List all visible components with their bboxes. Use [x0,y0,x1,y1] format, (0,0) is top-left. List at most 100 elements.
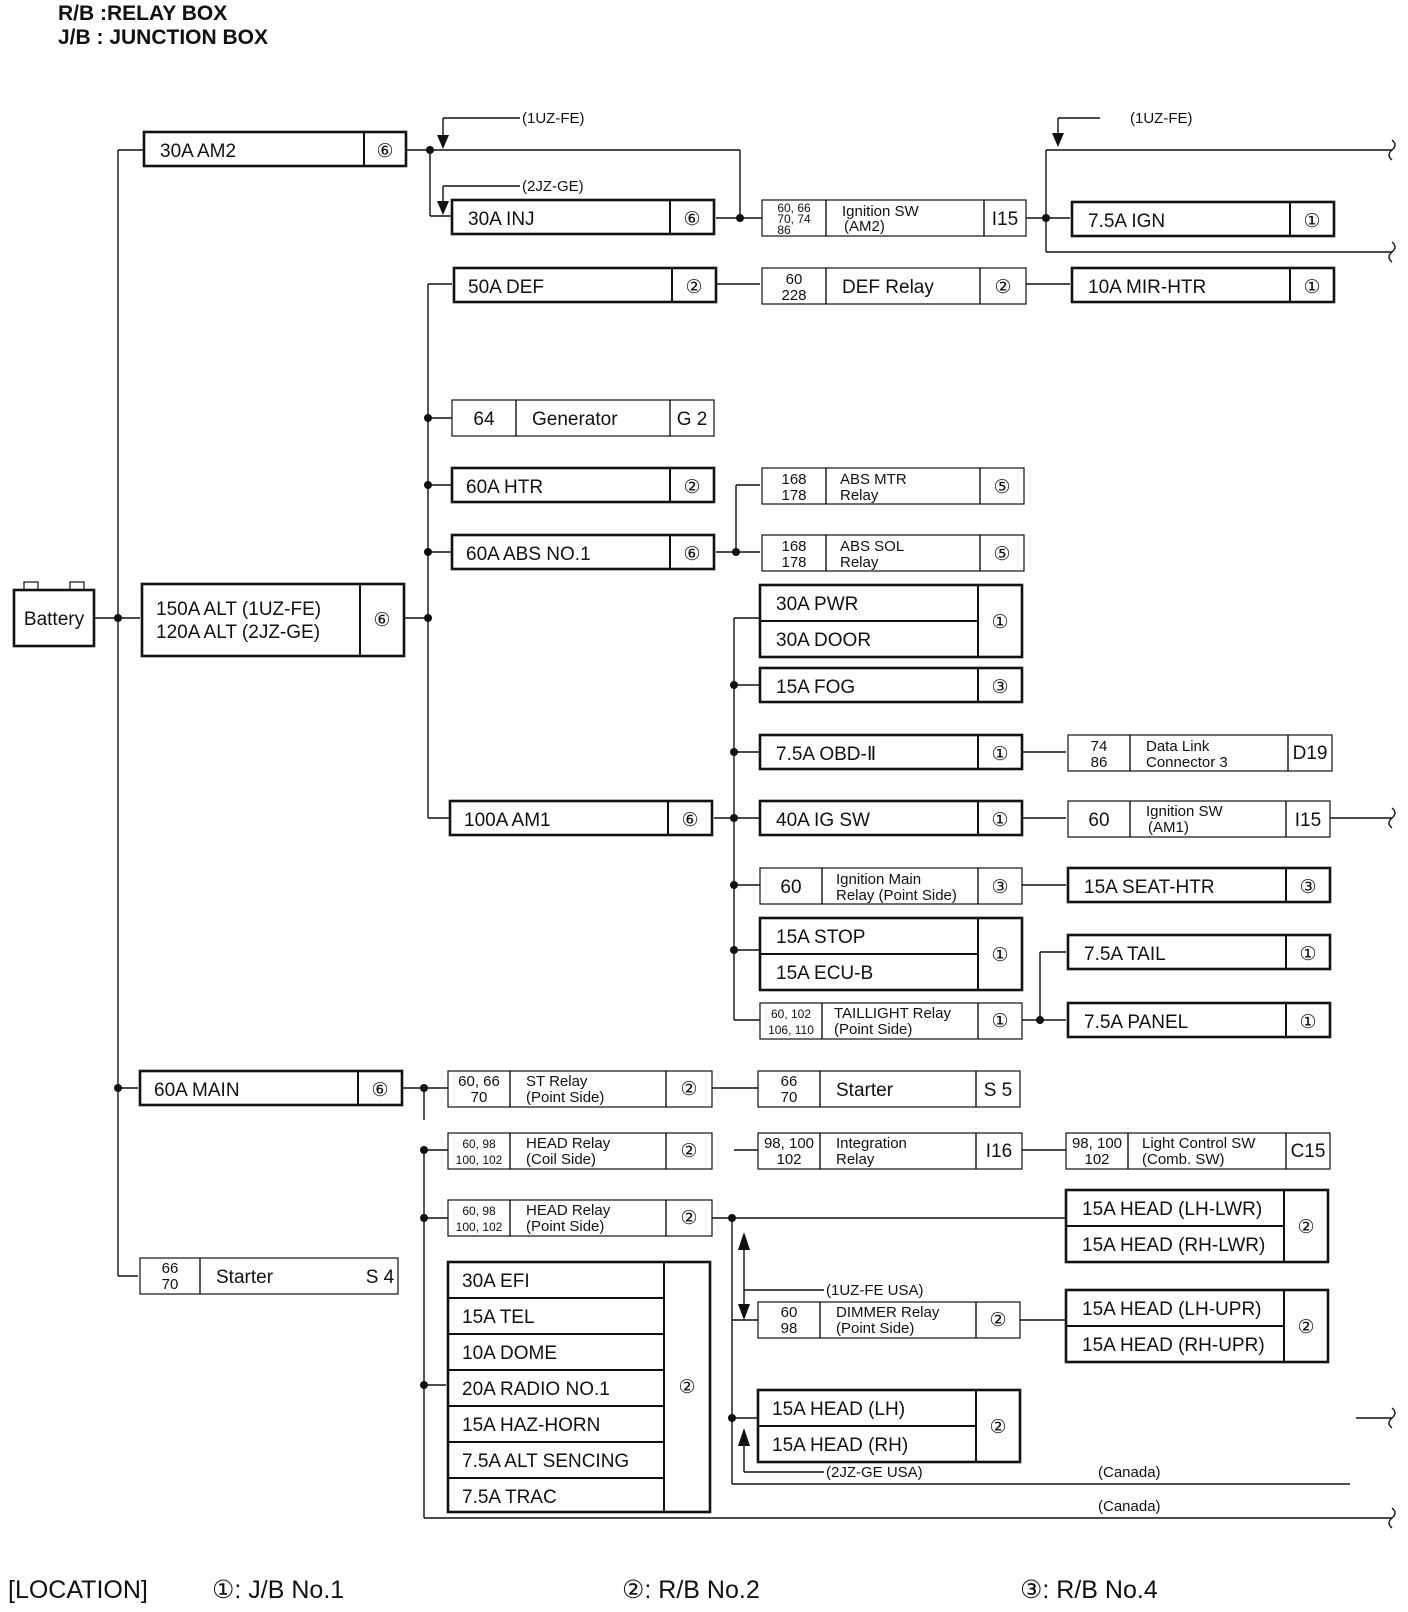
svg-text:②: ② [680,1141,697,1162]
relay-head-point: 60, 98 100, 102 HEAD Relay (Point Side) … [447,1199,713,1237]
fuse-pwr-door: 30A PWR 30A DOOR ① [758,583,1024,659]
fuse-group-location: ② [678,1377,695,1398]
fuse-seat-htr: 15A SEAT-HTR ③ [1066,866,1332,904]
fuse-tail: 7.5A TAIL ① [1066,933,1332,971]
battery-label: Battery [24,609,85,630]
svg-text:15A HEAD (LH-UPR): 15A HEAD (LH-UPR) [1082,1299,1262,1320]
svg-text:60A HTR: 60A HTR [466,477,543,498]
svg-text:60, 102: 60, 102 [771,1007,811,1021]
connector-light-control-sw: 98, 100 102 Light Control SW (Comb. SW) … [1065,1132,1331,1170]
svg-text:②: ② [680,1208,697,1229]
svg-text:(Point Side): (Point Side) [836,1320,914,1337]
svg-text:Ignition SW: Ignition SW [842,203,920,220]
fuse-am2: 30A AM2 ⑥ [142,130,408,168]
svg-text:②: ② [989,1417,1006,1438]
fuse-alt-1uzfe: 150A ALT (1UZ-FE) [156,599,321,620]
svg-text:DIMMER Relay: DIMMER Relay [836,1304,940,1321]
svg-text:178: 178 [781,554,806,571]
svg-text:60A ABS NO.1: 60A ABS NO.1 [466,544,591,565]
fuse-am1: 100A AM1 ⑥ [448,799,714,837]
svg-text:(Comb. SW): (Comb. SW) [1142,1151,1225,1168]
svg-text:98, 100: 98, 100 [764,1135,814,1152]
svg-text:60: 60 [781,1304,798,1321]
svg-text:Relay: Relay [840,554,879,571]
svg-text:Integration: Integration [836,1135,907,1152]
svg-text:Ignition Main: Ignition Main [836,871,921,888]
svg-text:②: ② [1297,1217,1314,1238]
svg-text:100A AM1: 100A AM1 [464,810,551,831]
svg-text:Relay (Point Side): Relay (Point Side) [836,887,957,904]
svg-text:Relay: Relay [836,1151,875,1168]
svg-text:60: 60 [780,877,801,898]
note-2jzge: (2JZ-GE) [522,178,584,195]
svg-text:②: ② [989,1310,1006,1331]
relay-ignition-main: 60 Ignition Main Relay (Point Side) ③ [759,867,1023,905]
svg-text:7.5A OBD-Ⅱ: 7.5A OBD-Ⅱ [776,744,876,765]
svg-text:Light Control SW: Light Control SW [1142,1135,1256,1152]
svg-text:70: 70 [781,1089,798,1106]
svg-text:S 4: S 4 [366,1267,395,1288]
svg-text:(AM2): (AM2) [844,218,885,235]
svg-text:15A STOP: 15A STOP [776,927,865,948]
svg-text:③: ③ [991,677,1008,698]
svg-text:Starter: Starter [216,1267,274,1288]
svg-text:7.5A TAIL: 7.5A TAIL [1084,944,1166,965]
svg-text:50A DEF: 50A DEF [468,277,544,298]
note-1uzfe-ign: (1UZ-FE) [1130,110,1193,127]
svg-text:ST Relay: ST Relay [526,1073,588,1090]
svg-text:30A PWR: 30A PWR [776,594,858,615]
svg-text:①: ① [1303,277,1320,298]
svg-text:HEAD Relay: HEAD Relay [526,1202,611,1219]
svg-text:Data Link: Data Link [1146,738,1210,755]
fuse-main: 60A MAIN ⑥ [138,1069,404,1107]
svg-text:①: ① [991,744,1008,765]
svg-text:Connector 3: Connector 3 [1146,754,1228,771]
svg-text:ABS SOL: ABS SOL [840,538,904,555]
relay-def: 60 228 DEF Relay ② [761,267,1027,305]
fuse-am2-label: 30A AM2 [160,141,236,162]
fuse-alt-location: ⑥ [373,610,390,631]
svg-text:①: ① [1299,1012,1316,1033]
svg-text:168: 168 [781,538,806,555]
svg-text:178: 178 [781,487,806,504]
fuse-mir-htr: 10A MIR-HTR ① [1070,266,1336,304]
fuse-alt-2jzge: 120A ALT (2JZ-GE) [156,622,320,643]
svg-text:60: 60 [786,271,803,288]
svg-text:G 2: G 2 [677,409,708,430]
connector-ignition-sw-am2: 60, 66 70, 74 86 Ignition SW (AM2) I15 [761,199,1027,237]
svg-text:⑤: ⑤ [993,544,1010,565]
svg-text:60: 60 [1088,810,1109,831]
svg-text:Starter: Starter [836,1080,894,1101]
svg-text:70, 74: 70, 74 [777,212,811,226]
svg-text:15A SEAT-HTR: 15A SEAT-HTR [1084,877,1215,898]
svg-text:①: ① [1303,211,1320,232]
svg-text:①: ① [991,945,1008,966]
svg-text:66: 66 [162,1260,179,1277]
svg-text:②: ② [685,277,702,298]
fuse-stop-ecu-b: 15A STOP 15A ECU-B ① [758,916,1024,992]
fuse-haz-horn: 15A HAZ-HORN [462,1415,600,1436]
svg-text:③: ③ [991,877,1008,898]
svg-text:70: 70 [471,1089,488,1106]
svg-text:②: ② [680,1079,697,1100]
fuse-tel: 15A TEL [462,1307,535,1328]
svg-text:7.5A PANEL: 7.5A PANEL [1084,1012,1188,1033]
svg-text:I15: I15 [1295,810,1321,831]
fuse-dome: 10A DOME [462,1343,557,1364]
svg-text:60, 66: 60, 66 [777,201,811,215]
connector-ignition-sw-am1: 60 Ignition SW (AM1) I15 [1067,800,1331,838]
svg-text:98, 100: 98, 100 [1072,1135,1122,1152]
svg-text:①: ① [991,810,1008,831]
svg-text:(Point Side): (Point Side) [526,1089,604,1106]
connector-data-link-3: 74 86 Data Link Connector 3 D19 [1067,734,1333,772]
svg-text:①: ① [991,612,1008,633]
fuse-ig-sw: 40A IG SW ① [758,799,1024,837]
svg-text:74: 74 [1091,738,1108,755]
svg-text:TAILLIGHT Relay: TAILLIGHT Relay [834,1005,951,1022]
svg-text:HEAD Relay: HEAD Relay [526,1135,611,1152]
svg-text:40A IG SW: 40A IG SW [776,810,870,831]
svg-text:Relay: Relay [840,487,879,504]
fuse-trac: 7.5A TRAC [462,1487,557,1508]
fuse-inj-location: ⑥ [683,209,700,230]
fuse-htr: 60A HTR ② [450,466,716,504]
